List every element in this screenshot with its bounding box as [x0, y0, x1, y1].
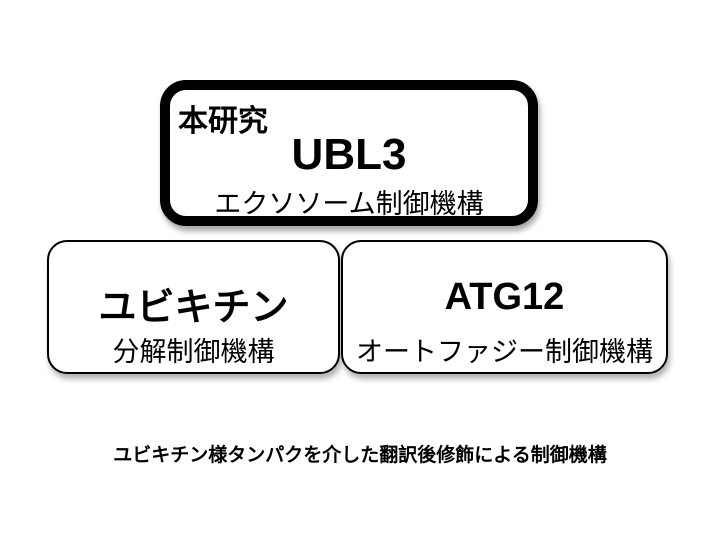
ubl3-subtitle: エクソソーム制御機構: [214, 189, 484, 219]
diagram-caption: ユビキチン様タンパクを介した翻訳後修飾による制御機構: [113, 445, 607, 466]
this-study-label: 本研究: [178, 105, 268, 138]
ubl3-box: 本研究 UBL3 エクソソーム制御機構: [160, 80, 538, 226]
atg12-subtitle: オートファジー制御機構: [356, 337, 653, 367]
ubl3-title: UBL3: [291, 130, 407, 179]
ubiquitin-box: ユビキチン 分解制御機構: [47, 240, 340, 374]
ubiquitin-title: ユビキチン: [98, 287, 289, 329]
ubiquitin-subtitle: 分解制御機構: [112, 337, 275, 367]
atg12-title: ATG12: [444, 276, 565, 318]
atg12-box: ATG12 オートファジー制御機構: [341, 240, 668, 374]
